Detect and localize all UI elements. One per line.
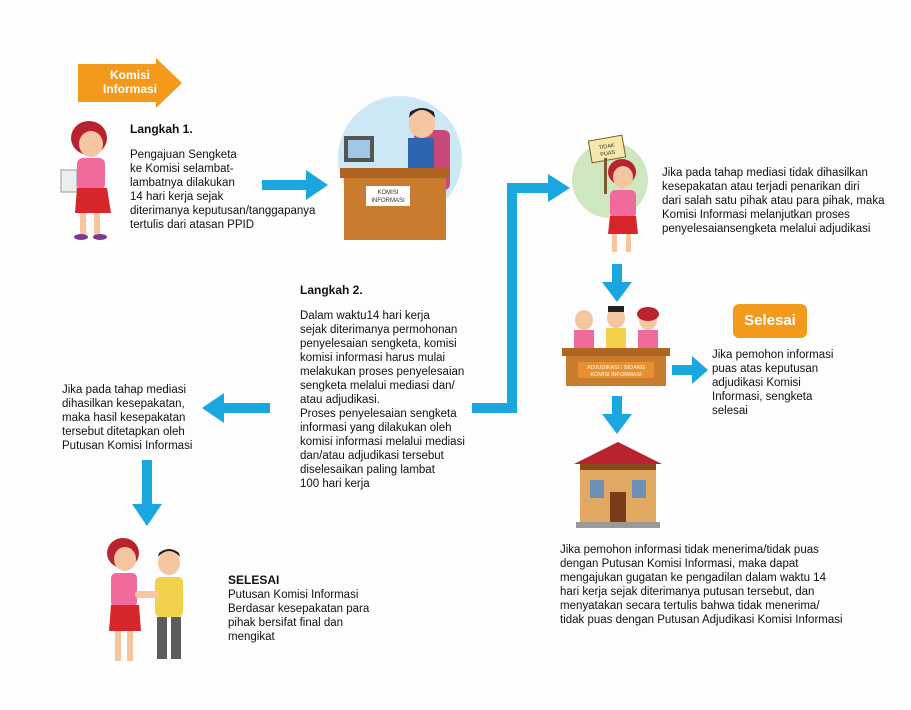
- handshake-illustration: [107, 538, 183, 661]
- step1-body: Pengajuan Sengketa ke Komisi selambat- l…: [130, 149, 316, 231]
- step2-body: Dalam waktu14 hari kerja sejak diteriman…: [300, 310, 465, 490]
- court-building-illustration: [574, 442, 662, 528]
- step2-title: Langkah 2.: [300, 283, 363, 297]
- step1-title: Langkah 1.: [130, 122, 193, 136]
- selesai-badge: Selesai: [733, 304, 807, 338]
- arrow-down-to-adjudication: [602, 264, 632, 302]
- komisi-informasi-start-arrow: Komisi Informasi: [78, 58, 188, 108]
- protesting-woman-illustration: TIDAK PUAS: [572, 134, 648, 252]
- arrow-down-to-court: [602, 396, 632, 434]
- arrow-to-satisfied: [672, 356, 708, 384]
- arrow-step1-to-commission: [262, 170, 328, 200]
- adjudication-banner-line1: ADJUDIKASI / SIDANG: [587, 365, 645, 371]
- mediation-success-text: Jika pada tahap mediasi dihasilkan kesep…: [62, 384, 193, 452]
- adjudication-banner-line2: KOMISI INFORMASI: [590, 372, 642, 378]
- final-title: SELESAI: [228, 573, 280, 587]
- desk-label-line1: KOMISI: [377, 190, 398, 196]
- arrow-step2-to-mediation-success: [202, 393, 270, 423]
- final-body: Putusan Komisi Informasi Berdasar kesepa…: [228, 589, 370, 643]
- adjudication-panel-illustration: ADJUDIKASI / SIDANG KOMISI INFORMASI: [562, 306, 670, 386]
- start-tag-text: Komisi Informasi: [86, 68, 174, 96]
- desk-label-line2: INFORMASI: [371, 198, 405, 204]
- start-tag-line2: Informasi: [102, 82, 157, 96]
- commission-officer-illustration: KOMISI INFORMASI: [338, 96, 462, 240]
- mediation-fail-text: Jika pada tahap mediasi tidak dihasilkan…: [662, 167, 885, 235]
- arrow-step2-to-mediation: [472, 174, 570, 413]
- start-tag-line1: Komisi: [109, 68, 150, 82]
- arrow-down-to-agreement: [132, 460, 162, 526]
- sign-label-line2: PUAS: [600, 150, 616, 159]
- satisfied-text: Jika pemohon informasi puas atas keputus…: [712, 349, 834, 417]
- court-text: Jika pemohon informasi tidak menerima/ti…: [560, 544, 843, 626]
- sign-label-line1: TIDAK: [598, 143, 615, 152]
- applicant-woman-illustration: [60, 121, 111, 240]
